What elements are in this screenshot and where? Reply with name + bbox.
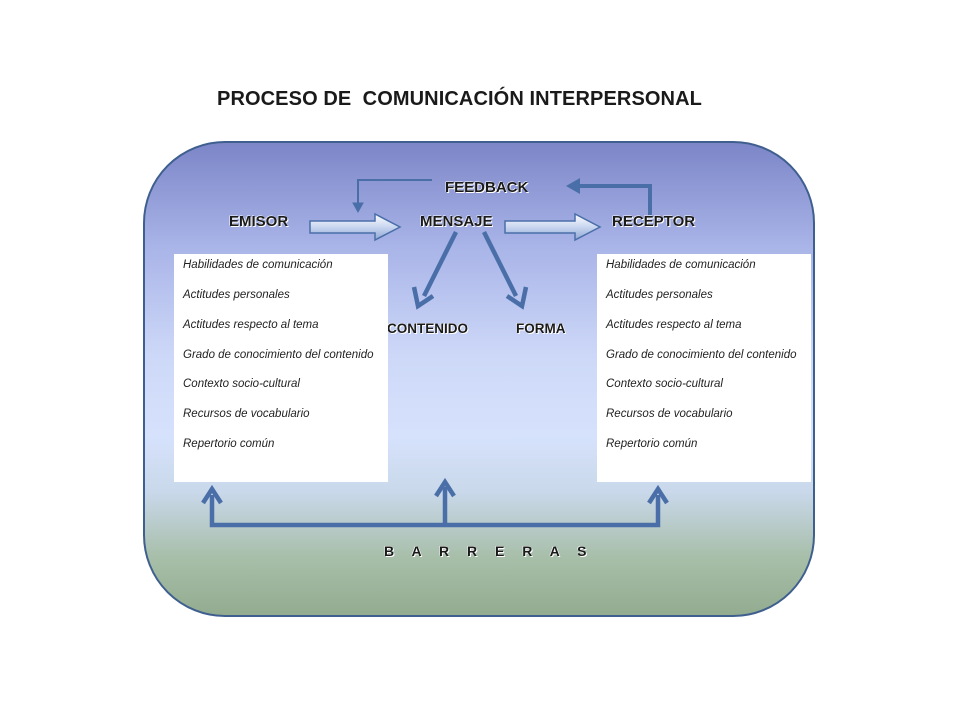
list-item: Grado de conocimiento del contenido: [606, 349, 797, 361]
list-item: Actitudes respecto al tema: [183, 319, 319, 331]
list-item: Habilidades de comunicación: [183, 259, 333, 271]
list-item: Repertorio común: [183, 438, 275, 450]
receptor-attributes-box: Habilidades de comunicación Actitudes pe…: [597, 254, 811, 482]
mensaje-to-forma-arrow: [481, 230, 519, 298]
diagram-title: PROCESO DE COMUNICACIÓN INTERPERSONAL: [217, 88, 702, 110]
mensaje-label: MENSAJE: [420, 213, 493, 230]
list-item: Actitudes respecto al tema: [606, 319, 742, 331]
barreras-arrowhead-center: [434, 477, 456, 498]
barreras-arrowhead-left: [201, 484, 223, 505]
barreras-label: B A R R E R A S: [384, 543, 594, 559]
list-item: Actitudes personales: [183, 289, 290, 301]
emisor-label: EMISOR: [229, 213, 289, 230]
feedback-left-arrow: [357, 179, 432, 205]
list-item: Actitudes personales: [606, 289, 713, 301]
mensaje-to-receptor-arrow: [504, 212, 602, 242]
barreras-arrowhead-right: [647, 484, 669, 505]
feedback-right-arrow: [578, 184, 652, 215]
contenido-label: CONTENIDO: [387, 321, 468, 336]
emisor-to-mensaje-arrow: [309, 212, 402, 242]
feedback-label: FEEDBACK: [445, 179, 529, 196]
list-item: Repertorio común: [606, 438, 698, 450]
list-item: Recursos de vocabulario: [183, 408, 310, 420]
forma-label: FORMA: [516, 321, 566, 336]
list-item: Contexto socio-cultural: [606, 378, 723, 390]
list-item: Habilidades de comunicación: [606, 259, 756, 271]
barreras-bracket: [209, 487, 661, 528]
mensaje-to-contenido-arrow: [421, 230, 459, 298]
list-item: Grado de conocimiento del contenido: [183, 349, 374, 361]
list-item: Contexto socio-cultural: [183, 378, 300, 390]
list-item: Recursos de vocabulario: [606, 408, 733, 420]
emisor-attributes-box: Habilidades de comunicación Actitudes pe…: [174, 254, 388, 482]
receptor-label: RECEPTOR: [612, 213, 696, 230]
